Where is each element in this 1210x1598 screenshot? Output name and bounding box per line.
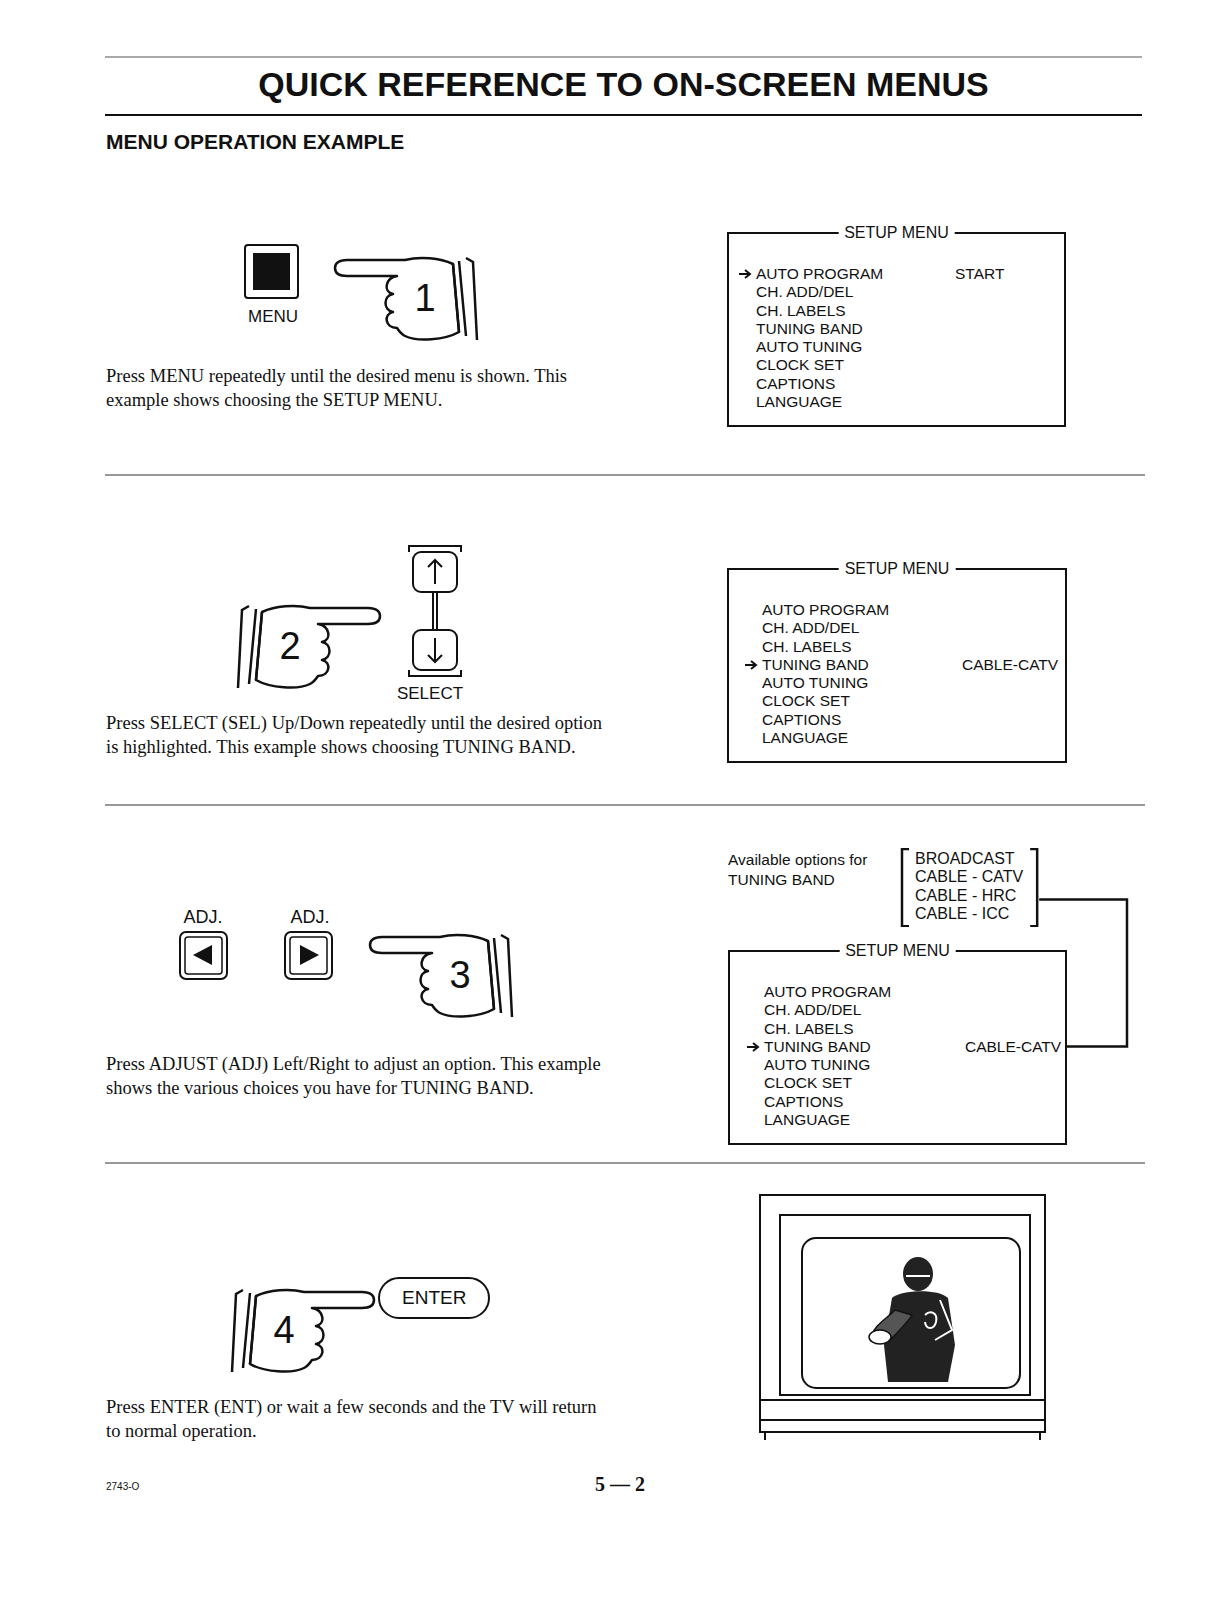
menu-item: CLOCK SET (764, 1074, 852, 1091)
title-rule (105, 114, 1142, 116)
callout-number: 1 (414, 274, 435, 323)
menu-item: AUTO TUNING (762, 674, 868, 691)
pointing-hand (335, 258, 477, 340)
menu-screen: SETUP MENUAUTO PROGRAMCH. ADD/DELCH. LAB… (728, 950, 1067, 1145)
menu-item: CLOCK SET (756, 356, 844, 373)
menu-screen: SETUP MENUAUTO PROGRAMCH. ADD/DELCH. LAB… (727, 568, 1067, 763)
menu-item: AUTO TUNING (764, 1056, 870, 1073)
top-rule (105, 57, 1142, 58)
menu-item: AUTO PROGRAM (764, 983, 891, 1000)
menu-value: START (955, 265, 1004, 283)
step-text: Press ADJUST (ADJ) Left/Right to adjust … (106, 1052, 606, 1100)
menu-item: TUNING BAND (762, 656, 869, 673)
menu-item: CH. LABELS (756, 302, 846, 319)
menu-item: CH. LABELS (764, 1020, 854, 1037)
menu-item: AUTO TUNING (756, 338, 862, 355)
enter-button: ENTER (378, 1277, 490, 1319)
page-title: QUICK REFERENCE TO ON-SCREEN MENUS (105, 62, 1142, 106)
menu-item: AUTO PROGRAM (762, 601, 889, 618)
step-text: Press ENTER (ENT) or wait a few seconds … (106, 1395, 606, 1443)
button-name: ENTER (402, 1287, 466, 1308)
adjust-buttons (180, 932, 332, 979)
divider (105, 1163, 1145, 1164)
menu-item: CH. ADD/DEL (762, 619, 859, 636)
menu-item: TUNING BAND (764, 1038, 871, 1055)
options-bracket: BROADCASTCABLE - CATVCABLE - HRCCABLE - … (900, 848, 1039, 927)
menu-title: SETUP MENU (839, 941, 956, 961)
button-name: SELECT (397, 683, 463, 705)
menu-item: CAPTIONS (756, 375, 835, 392)
pointing-hand (370, 935, 512, 1017)
menu-title: SETUP MENU (839, 559, 956, 579)
menu-item: LANGUAGE (762, 729, 848, 746)
menu-item: CH. ADD/DEL (756, 283, 853, 300)
tv-set (760, 1195, 1045, 1440)
button-name: MENU (248, 306, 298, 328)
button-name: ADJ. (183, 906, 222, 929)
menu-item: TUNING BAND (756, 320, 863, 337)
callout-number: 2 (279, 622, 300, 671)
menu-value: CABLE-CATV (965, 1038, 1061, 1056)
selection-arrow (746, 1041, 760, 1053)
menu-item: LANGUAGE (764, 1111, 850, 1128)
select-buttons (409, 546, 461, 676)
menu-value: CABLE-CATV (962, 656, 1058, 674)
option-item: BROADCAST (915, 850, 1023, 868)
menu-item: CH. LABELS (762, 638, 852, 655)
selection-arrow (738, 268, 752, 280)
menu-screen: SETUP MENUAUTO PROGRAMSTARTCH. ADD/DELCH… (727, 232, 1066, 427)
menu-item: CAPTIONS (762, 711, 841, 728)
selection-arrow (744, 659, 758, 671)
option-item: CABLE - ICC (915, 905, 1023, 923)
option-item: CABLE - HRC (915, 887, 1023, 905)
options-note: Available options for TUNING BAND (728, 850, 878, 890)
callout-number: 3 (449, 951, 470, 1000)
option-item: CABLE - CATV (915, 868, 1023, 886)
menu-item: LANGUAGE (756, 393, 842, 410)
menu-title: SETUP MENU (838, 223, 955, 243)
menu-item: AUTO PROGRAM (756, 265, 883, 282)
button-name: ADJ. (290, 906, 329, 929)
callout-number: 4 (273, 1306, 294, 1355)
page-number: 5 — 2 (595, 1471, 645, 1497)
divider (105, 805, 1145, 806)
menu-button (245, 245, 298, 298)
step-text: Press MENU repeatedly until the desired … (106, 364, 606, 412)
step-text: Press SELECT (SEL) Up/Down repeatedly un… (106, 711, 606, 759)
document-code: 2743-O (106, 1480, 226, 1493)
pointing-hand (232, 1290, 374, 1372)
menu-item: CLOCK SET (762, 692, 850, 709)
football-player (869, 1257, 955, 1382)
pointing-hand (238, 606, 380, 688)
divider (105, 475, 1145, 476)
menu-item: CAPTIONS (764, 1093, 843, 1110)
menu-item: CH. ADD/DEL (764, 1001, 861, 1018)
section-heading: MENU OPERATION EXAMPLE (106, 128, 706, 155)
